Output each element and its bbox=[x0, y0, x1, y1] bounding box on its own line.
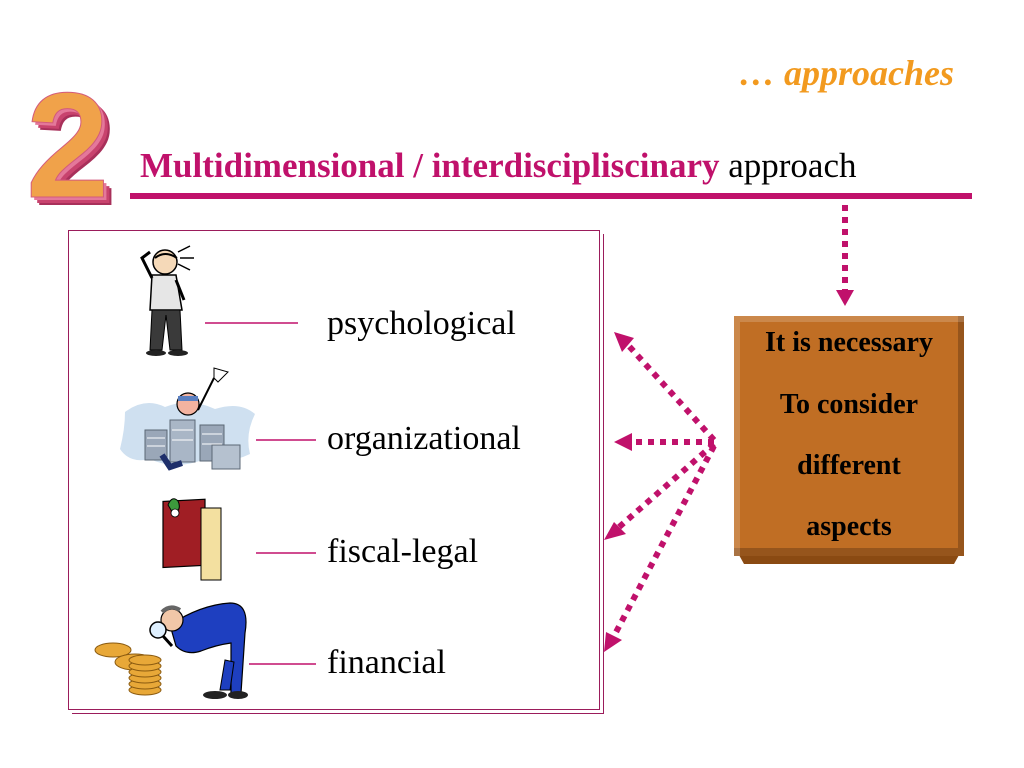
law-book-icon bbox=[162, 498, 222, 581]
man-with-magnifier-coins-icon bbox=[94, 602, 248, 699]
aspect-label-financial: financial bbox=[327, 644, 446, 681]
slide-heading: Multidimensional / interdiscipliscinary … bbox=[140, 146, 857, 186]
callout-line-1: It is necessary bbox=[765, 327, 933, 358]
callout-line-3: different bbox=[797, 450, 901, 481]
callout-line-2: To consider bbox=[779, 389, 919, 420]
heading-rest: approach bbox=[728, 146, 857, 185]
down-arrow bbox=[836, 205, 854, 306]
confused-man-icon bbox=[140, 245, 194, 356]
pointer-arrows bbox=[611, 342, 717, 638]
aspect-label-psychological: psychological bbox=[327, 305, 516, 342]
arrow-heads bbox=[604, 332, 634, 652]
man-in-paperwork-icon bbox=[120, 367, 255, 471]
aspect-label-organizational: organizational bbox=[327, 420, 521, 457]
callout-box: It is necessary To consider different as… bbox=[734, 316, 964, 556]
section-subtitle: … approaches bbox=[739, 53, 954, 93]
section-number: 2 bbox=[25, 61, 110, 229]
heading-underline bbox=[130, 193, 972, 199]
aspects-panel bbox=[68, 230, 600, 710]
callout-line-4: aspects bbox=[806, 511, 892, 542]
aspect-label-fiscal-legal: fiscal-legal bbox=[327, 533, 479, 570]
heading-emphasis: Multidimensional / interdiscipliscinary bbox=[140, 146, 720, 185]
